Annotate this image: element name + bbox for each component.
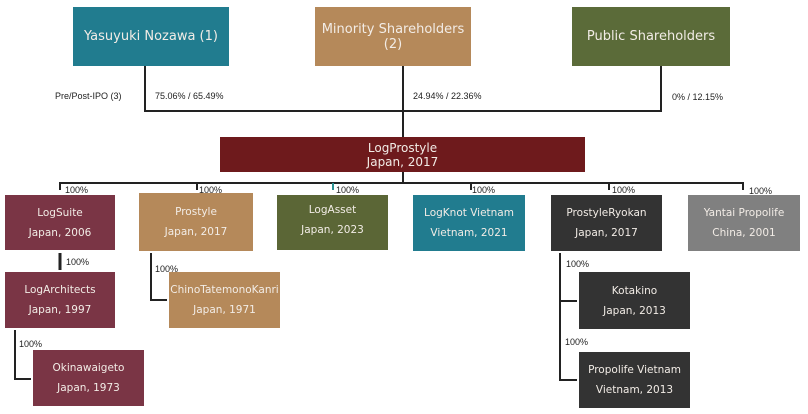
ipo-label: Pre/Post-IPO (3) bbox=[55, 91, 122, 101]
share-label: 100% bbox=[336, 185, 360, 195]
shareholder-box-public: Public Shareholders bbox=[572, 7, 730, 66]
share-label: 100% bbox=[155, 264, 179, 274]
share-label: 100% bbox=[19, 339, 43, 349]
parent-box-logprostyle: LogProstyle Japan, 2017 bbox=[220, 137, 585, 172]
share-label: 100% bbox=[65, 185, 89, 195]
ryokan-connector bbox=[559, 253, 577, 381]
prostyle-connector bbox=[150, 253, 167, 301]
share-label: 100% bbox=[566, 259, 590, 269]
public-share: 0% / 12.15% bbox=[672, 92, 724, 102]
share-label: 100% bbox=[612, 185, 636, 195]
share-label: 100% bbox=[749, 186, 773, 196]
minority-share: 24.94% / 22.36% bbox=[413, 91, 482, 101]
nozawa-share: 75.06% / 65.49% bbox=[155, 91, 224, 101]
share-label: 100% bbox=[199, 185, 223, 195]
share-label: 100% bbox=[66, 257, 90, 267]
shareholder-box-minority: Minority Shareholders (2) bbox=[315, 7, 471, 66]
logarchitects-connector bbox=[14, 330, 31, 380]
subsidiary-connector bbox=[59, 172, 744, 190]
shareholder-box-nozawa: Yasuyuki Nozawa (1) bbox=[73, 7, 229, 66]
share-label: 100% bbox=[565, 337, 589, 347]
shareholder-connector bbox=[144, 66, 662, 137]
share-label: 100% bbox=[472, 185, 496, 195]
